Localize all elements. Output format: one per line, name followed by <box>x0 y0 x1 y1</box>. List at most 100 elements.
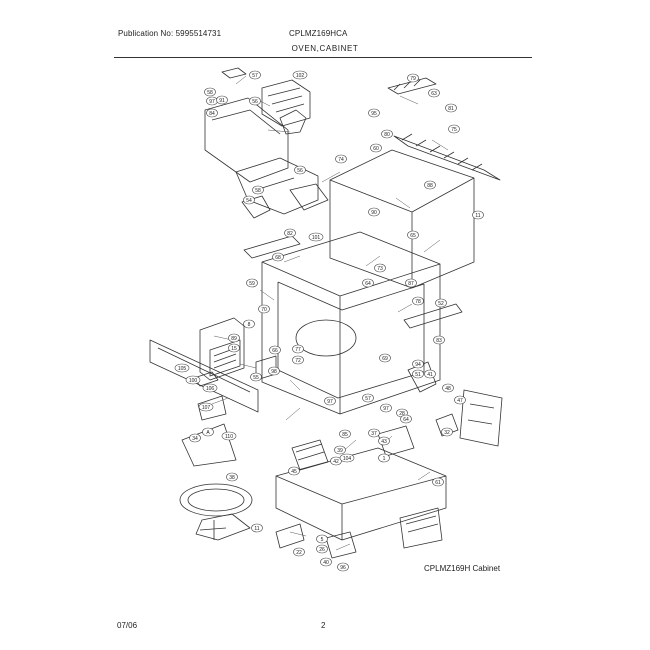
roller-spoke <box>199 520 227 540</box>
part-callout-label: 66 <box>272 348 278 354</box>
part-callout-label: 97 <box>209 99 215 105</box>
part-callout: 65 <box>407 230 419 240</box>
part-callout: 52 <box>435 298 447 308</box>
part-callout: 84 <box>206 108 218 118</box>
cavity-inner-frame <box>277 281 425 399</box>
part-callout: 40 <box>320 557 332 567</box>
part-callout-label: 52 <box>438 301 444 307</box>
part-callout-label: 97 <box>327 399 333 405</box>
part-callout-label: 84 <box>209 111 215 117</box>
part-callout-label: 56 <box>297 168 303 174</box>
part-callout-label: 8 <box>248 322 251 328</box>
part-callout-label: 88 <box>427 183 433 189</box>
part-callout: 22 <box>293 547 305 557</box>
part-callout: 45 <box>288 466 300 476</box>
part-callout-label: 41 <box>427 372 433 378</box>
part-callout: 55 <box>250 372 262 382</box>
part-callout: 87 <box>405 278 417 288</box>
part-callout-label: 55 <box>253 375 259 381</box>
part-callout-label: 78 <box>415 299 421 305</box>
oven-cavity <box>261 231 441 415</box>
part-callout-label: 1 <box>383 456 386 462</box>
part-callout: 26 <box>316 544 328 554</box>
part-callout-label: 77 <box>295 347 301 353</box>
part-callout-label: 68 <box>275 255 281 261</box>
part-callout: 8 <box>243 319 255 329</box>
part-callout: 11 <box>472 210 484 220</box>
part-callout: 97 <box>206 96 218 106</box>
part-callout: 56 <box>249 96 261 106</box>
part-callout-label: 90 <box>371 210 377 216</box>
part-callout-label: 26 <box>319 547 325 553</box>
part-callout: 11 <box>251 523 263 533</box>
part-callout: 61 <box>432 477 444 487</box>
part-callout-label: 11 <box>254 526 259 532</box>
part-callout-label: 64 <box>365 281 371 287</box>
part-callout: 80 <box>381 129 393 139</box>
control-panel-frame <box>149 339 259 413</box>
part-callout-label: 32 <box>444 430 450 436</box>
part-callout-label: 106 <box>206 386 215 392</box>
base-grill <box>291 439 329 471</box>
part-callout: 85 <box>339 429 351 439</box>
part-callout: 64 <box>362 278 374 288</box>
section-title: OVEN,CABINET <box>291 44 359 53</box>
part-callout: 15 <box>228 343 240 353</box>
part-callout: 105 <box>174 363 190 373</box>
part-callout-label: 80 <box>384 132 390 138</box>
part-callout-label: 73 <box>377 266 383 272</box>
part-callout: 37 <box>368 428 380 438</box>
part-callout: 106 <box>202 383 218 393</box>
outer-cabinet-wrap <box>329 149 475 289</box>
side-panel-left <box>243 235 301 259</box>
control-panel-board <box>199 317 245 381</box>
publication-number: Publication No: 5995514731 <box>118 29 222 38</box>
part-callout-label: 45 <box>291 469 297 475</box>
glass-tray <box>179 483 253 517</box>
part-callout-label: 81 <box>448 106 454 112</box>
part-callout-label: 105 <box>178 366 187 372</box>
part-callout: 96 <box>337 562 349 572</box>
part-callout: 82 <box>284 228 296 238</box>
part-callout: 100 <box>185 375 201 385</box>
part-callout: 70 <box>258 304 270 314</box>
part-callout: 95 <box>368 108 380 118</box>
bottom-cover-part <box>325 531 357 559</box>
part-callout: 88 <box>424 180 436 190</box>
part-callout: 32 <box>441 427 453 437</box>
part-callout: 77 <box>292 344 304 354</box>
part-callout: 102 <box>292 70 308 80</box>
part-callout-label: A <box>206 430 210 436</box>
part-callout-label: 85 <box>342 432 348 438</box>
waveguide-bracket <box>204 97 289 183</box>
glass-tray-rim <box>187 488 245 512</box>
part-callout: 107 <box>198 402 214 412</box>
part-callout: 81 <box>445 103 457 113</box>
part-callout: 43 <box>378 436 390 446</box>
part-callout-label: 38 <box>229 475 235 481</box>
part-callout-label: 58 <box>207 90 213 96</box>
part-callout: 41 <box>424 369 436 379</box>
vent-rail-part <box>393 135 501 181</box>
leader-line <box>211 75 449 551</box>
part-callout: 75 <box>448 124 460 134</box>
hinge-plate <box>459 389 503 447</box>
part-callout: 91 <box>216 95 228 105</box>
part-callout: 73 <box>374 263 386 273</box>
part-callout: 59 <box>246 278 258 288</box>
roller-ring <box>195 513 251 541</box>
part-callout: 34 <box>189 433 201 443</box>
part-callout: 83 <box>433 335 445 345</box>
part-callout: 58 <box>204 87 216 97</box>
part-callout: 63 <box>428 88 440 98</box>
part-callout-label: 100 <box>189 378 198 384</box>
part-callout-label: 39 <box>337 448 343 454</box>
part-callout: 104 <box>339 453 355 463</box>
light-assembly <box>275 523 305 549</box>
part-callout-label: 98 <box>271 369 277 375</box>
part-callout: 51 <box>412 369 424 379</box>
control-bracket <box>193 371 219 387</box>
part-callout-label: 87 <box>408 281 414 287</box>
